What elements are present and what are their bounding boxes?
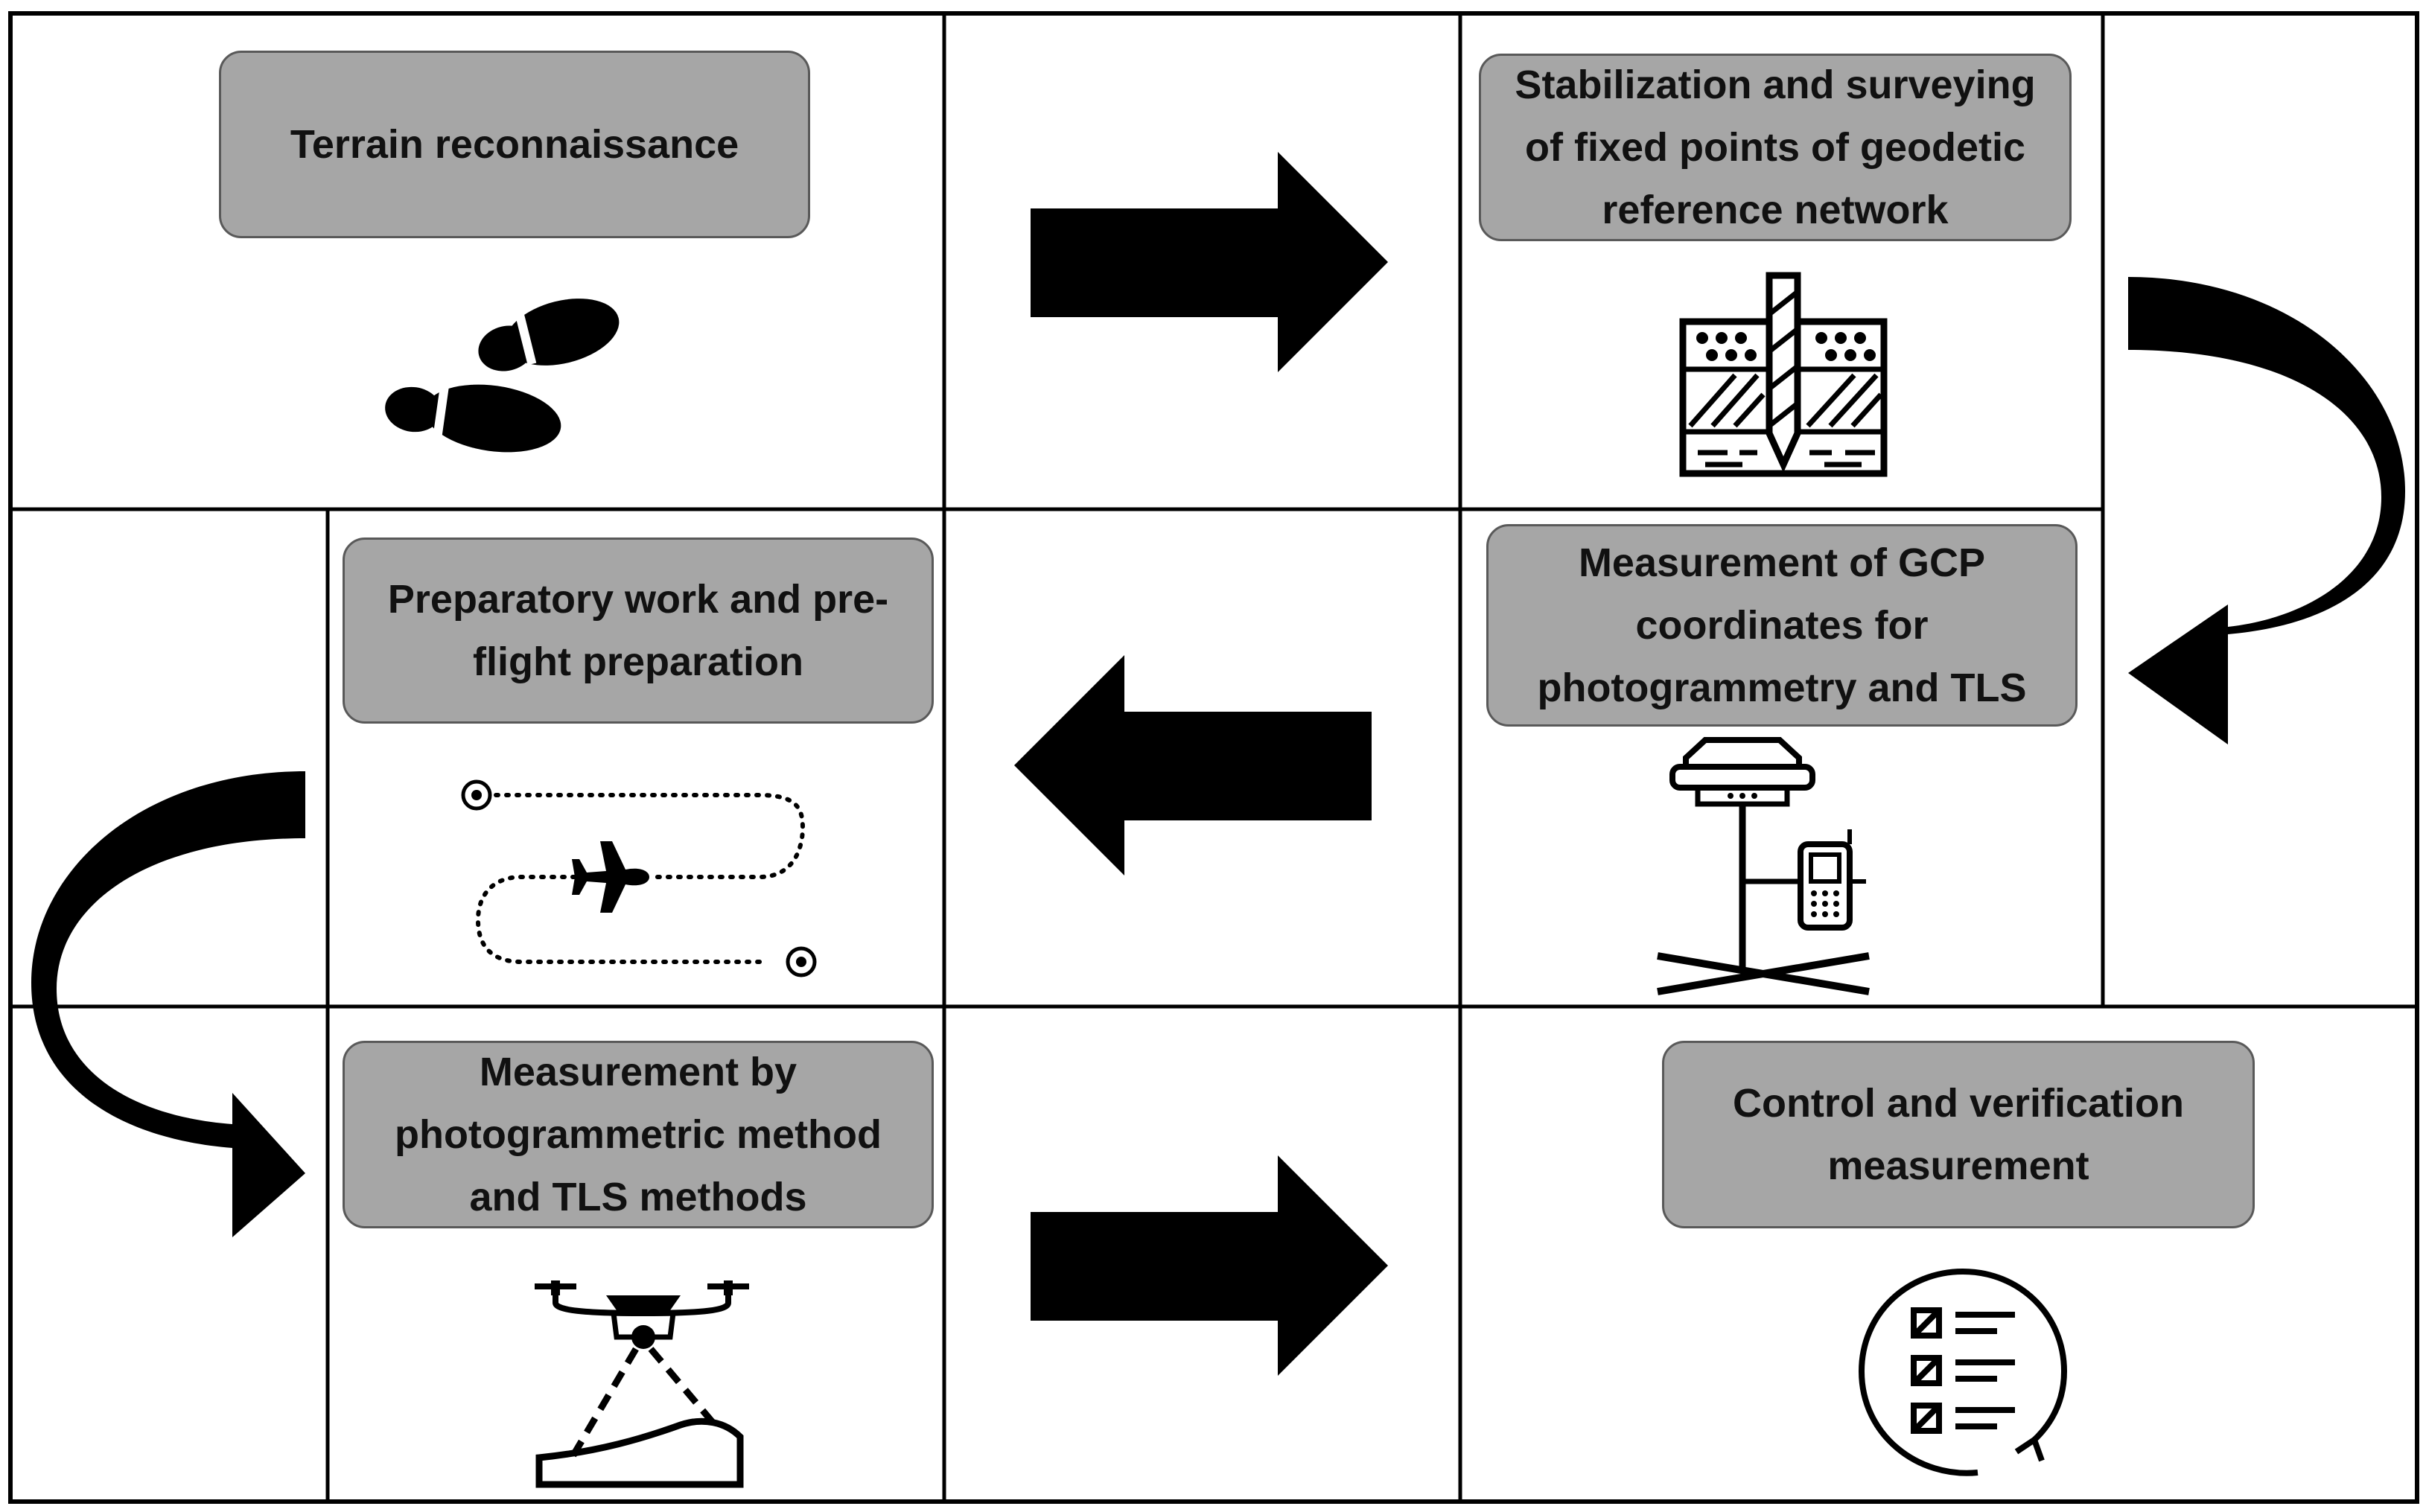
step-label: Measurement by photogrammetric method an… xyxy=(394,1050,882,1219)
step-label: Preparatory work and pre-flight preparat… xyxy=(387,577,889,684)
step-photogrammetric-measurement: Measurement by photogrammetric method an… xyxy=(343,1041,934,1228)
step-control-verification: Control and verification measurement xyxy=(1662,1041,2255,1228)
arrow-right-icon xyxy=(1031,1155,1388,1376)
step-preparatory-work: Preparatory work and pre-flight preparat… xyxy=(343,538,934,724)
checklist-icon xyxy=(1858,1268,2068,1476)
arrow-right-icon xyxy=(1031,152,1388,372)
drone-scan-icon xyxy=(535,1280,749,1488)
gnss-receiver-icon xyxy=(1657,737,1870,995)
arrow-left-icon xyxy=(1014,655,1372,875)
curved-arrow-down-icon xyxy=(2128,277,2405,744)
footprints-icon xyxy=(385,299,620,453)
step-label: Measurement of GCP coordinates for photo… xyxy=(1537,540,2027,710)
step-label: Stabilization and surveying of fixed poi… xyxy=(1515,63,2036,232)
step-label: Terrain reconnaissance xyxy=(290,122,739,167)
step-label: Control and verification measurement xyxy=(1732,1081,2185,1188)
step-gcp-measurement: Measurement of GCP coordinates for photo… xyxy=(1486,524,2078,727)
step-stabilization: Stabilization and surveying of fixed poi… xyxy=(1479,54,2072,241)
curved-arrow-left-icon xyxy=(31,771,305,1237)
step-terrain-reconnaissance: Terrain reconnaissance xyxy=(219,51,810,238)
flight-path-icon xyxy=(461,779,817,977)
ground-stake-icon xyxy=(1679,272,1888,477)
